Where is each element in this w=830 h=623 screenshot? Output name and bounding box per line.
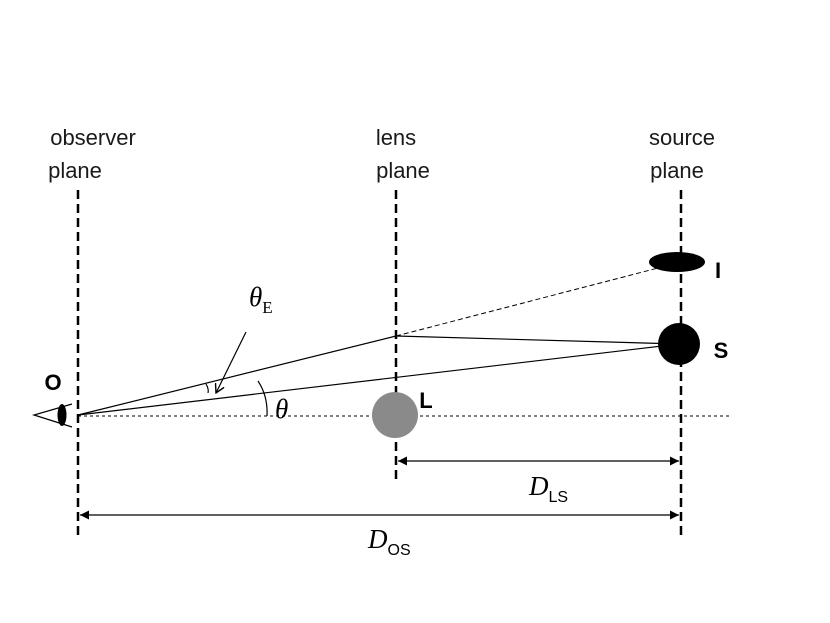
theta-angle-arc xyxy=(257,380,268,417)
source-label: S xyxy=(714,338,729,363)
lens-mass xyxy=(372,392,418,438)
observer-pupil xyxy=(57,404,67,426)
lens-label: L xyxy=(419,388,432,413)
lens-plane-label-line2: plane xyxy=(376,158,430,183)
dls-symbol: D xyxy=(528,471,549,501)
theta-e-subscript: E xyxy=(262,298,272,317)
ray-observer-to-source xyxy=(77,343,680,416)
ray-lens-plane-to-source xyxy=(395,335,680,345)
dos-subscript: OS xyxy=(388,542,411,559)
image-object xyxy=(649,252,705,272)
theta-e-label: θE xyxy=(249,282,273,317)
dos-label: DOS xyxy=(367,524,411,559)
image-label: I xyxy=(715,258,721,283)
source-plane-label-line2: plane xyxy=(650,158,704,183)
observer-plane-label-line2: plane xyxy=(48,158,102,183)
ray-observer-to-lens-plane xyxy=(77,335,397,416)
theta-e-symbol: θ xyxy=(249,282,262,312)
observer-label: O xyxy=(44,370,61,395)
dos-symbol: D xyxy=(367,524,388,554)
dls-subscript: LS xyxy=(549,489,569,506)
dls-label: DLS xyxy=(528,471,568,506)
source-plane-label-line1: source xyxy=(649,125,715,150)
source-object xyxy=(658,323,700,365)
theta-e-angle-arc xyxy=(205,383,209,394)
theta-label: θ xyxy=(275,394,288,424)
theta-symbol: θ xyxy=(275,394,288,424)
ray-apparent-image-extension xyxy=(395,267,659,337)
observer-plane-label-line1: observer xyxy=(50,125,136,150)
theta-e-pointer-arrow xyxy=(216,331,247,393)
lens-plane-label-line1: lens xyxy=(376,125,416,150)
